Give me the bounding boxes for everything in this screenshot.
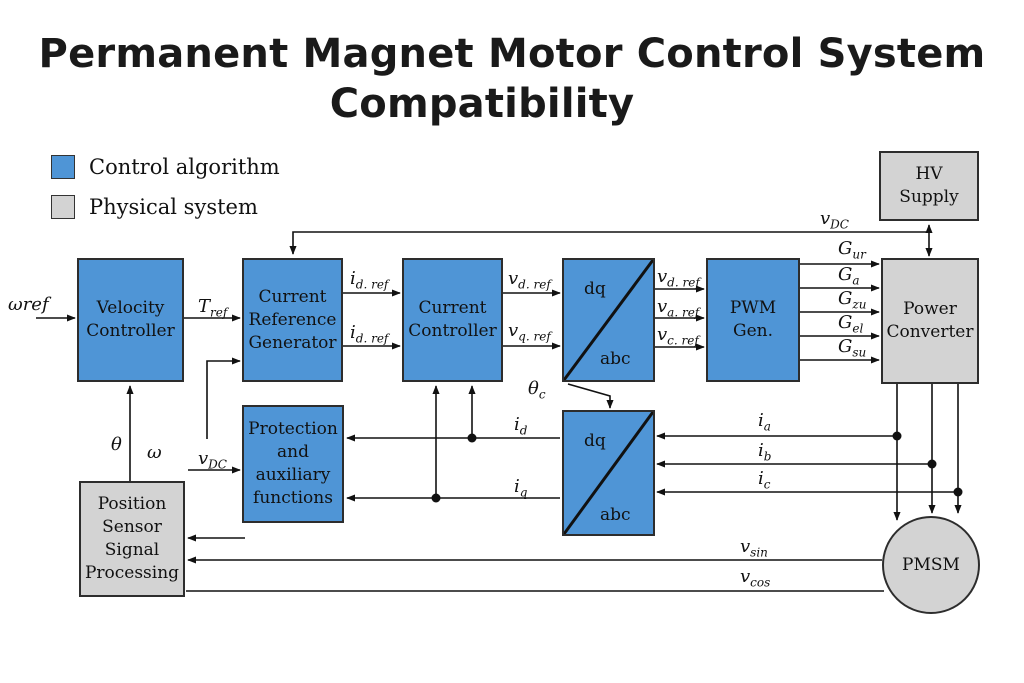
wire-theta-c [567,383,614,409]
protection-auxiliary-block: Protection and auxiliary functions [242,405,344,523]
pmsm-motor: PMSM [882,516,980,614]
power-converter-block: Power Converter [881,258,979,384]
signal-vdc-left: vDC [198,448,227,472]
transform-lower-bottom-label: abc [600,505,631,525]
signal-g-a: Ga [838,264,860,288]
signal-v-sin: vsin [740,536,768,560]
diagram-title-line-1: Permanent Magnet Motor Control System [38,31,986,77]
current-reference-generator-block: Current Reference Generator [242,258,343,382]
velocity-controller-block: Velocity Controller [77,258,184,382]
signal-va-ref: va. ref [657,296,700,320]
signal-g-su: Gsu [838,336,867,360]
legend-label-physical: Physical system [89,195,258,219]
signal-theta: θ [111,434,122,455]
signal-id-ref: id. ref [350,268,389,292]
signal-vq-ref: vq. ref [508,320,551,344]
transform-diagonal-upper [564,260,653,380]
signal-g-el: Gel [838,312,864,336]
signal-i-q: iq [514,476,528,500]
dq-abc-transform-lower: dq abc [562,410,655,536]
signal-iq-ref: id. ref [350,322,389,346]
signal-omega-ref: ωref [8,294,49,315]
junction-dots [431,431,963,503]
signal-i-d: id [514,414,528,438]
junction-id [467,433,477,443]
signal-v-cos: vcos [740,566,771,590]
signal-i-b: ib [758,440,772,464]
transform-lower-top-label: dq [584,431,606,451]
pwm-generator-block: PWM Gen. [706,258,800,382]
signal-g-zu: Gzu [838,288,867,312]
signal-theta-c: θc [528,378,546,402]
signal-omega: ω [147,442,162,463]
junction-ib [927,459,937,469]
hv-supply-block: HV Supply [879,151,979,221]
signal-i-a: ia [758,410,771,434]
signal-vd-ref-pwm: vd. ref [657,266,700,290]
dq-abc-transform-upper: dq abc [562,258,655,382]
junction-ia [892,431,902,441]
diagram-title-line-2: Compatibility [329,81,635,127]
wire-vdc-left-crg [206,357,241,439]
current-controller-block: Current Controller [402,258,503,382]
signal-vdc-top: vDC [820,208,849,232]
signal-vd-ref: vd. ref [508,268,551,292]
signal-g-ur: Gur [838,238,866,262]
legend-swatch-physical [51,195,75,219]
signal-t-ref: Tref [198,296,228,320]
transform-upper-top-label: dq [584,279,606,299]
junction-ic [953,487,963,497]
transform-diagonal-lower [564,412,653,534]
signal-i-c: ic [758,468,771,492]
legend-label-control: Control algorithm [89,155,280,179]
wire-vdc-top [289,231,929,255]
junction-iq [431,493,441,503]
transform-upper-bottom-label: abc [600,349,631,369]
legend-swatch-control [51,155,75,179]
position-sensor-block: Position Sensor Signal Processing [79,481,185,597]
signal-vc-ref: vc. ref [657,324,699,348]
